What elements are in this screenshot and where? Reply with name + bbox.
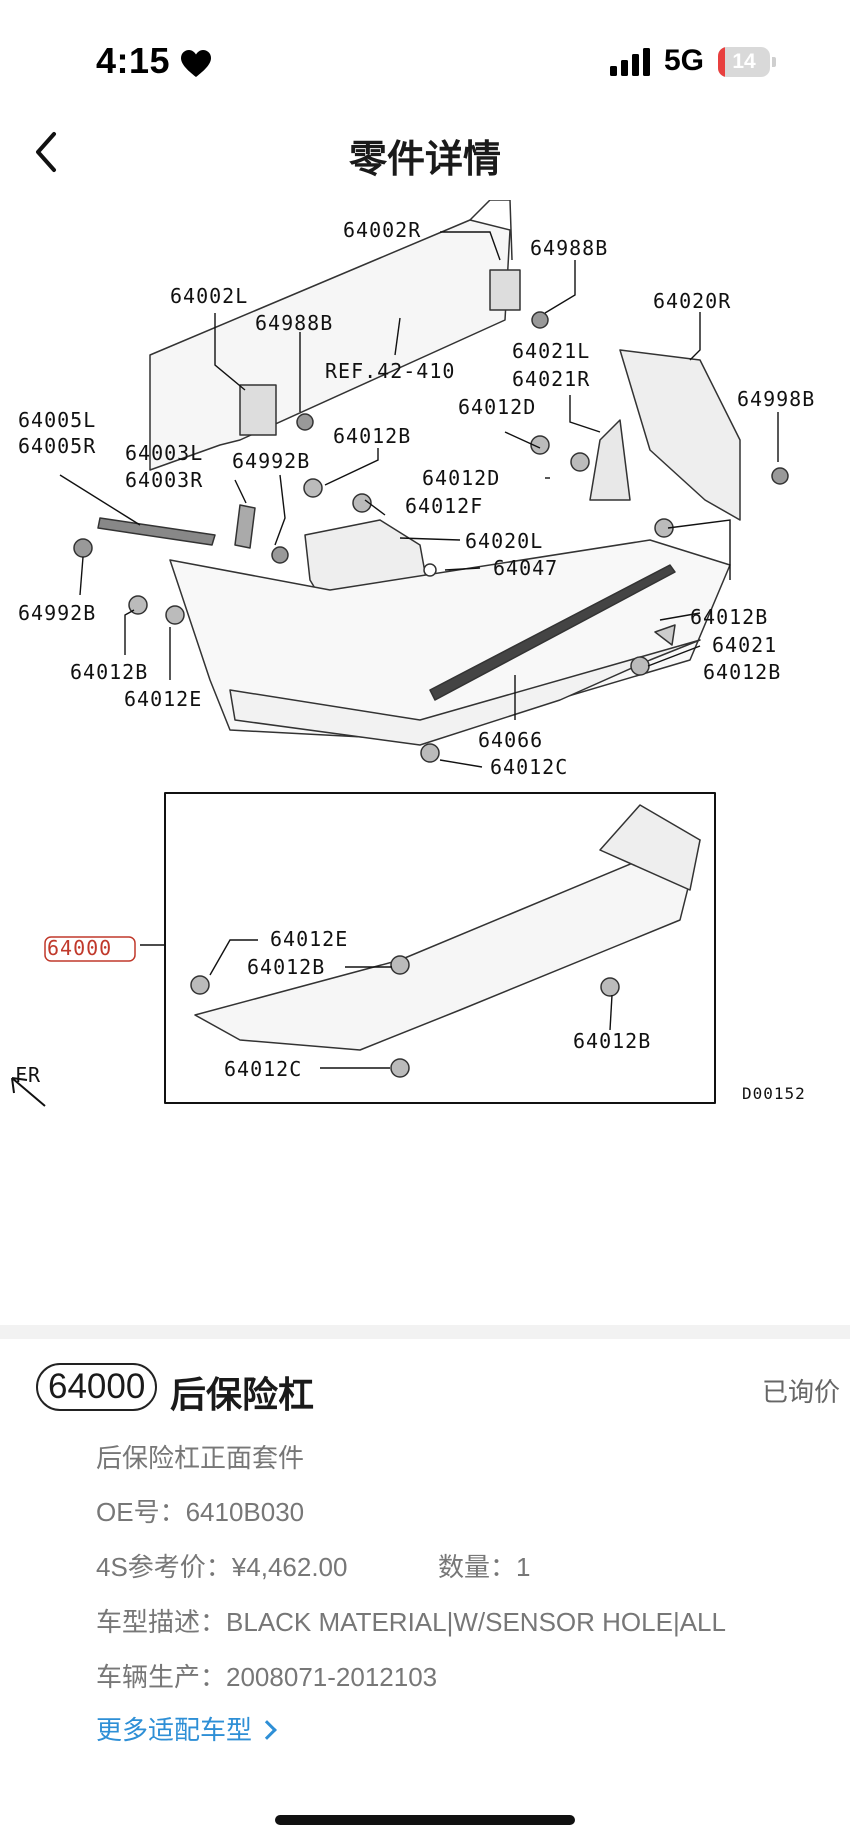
callout-64992B: 64992B xyxy=(232,449,310,473)
section-separator xyxy=(0,1325,850,1339)
fr-label: FR xyxy=(15,1063,41,1087)
model-label: 车型描述： xyxy=(96,1607,227,1637)
oe-row: OE号：6410B030 xyxy=(96,1492,304,1529)
more-models-link[interactable]: 更多适配车型 xyxy=(96,1710,277,1747)
model-row: 车型描述：BLACK MATERIAL|W/SENSOR HOLE|ALL xyxy=(96,1602,726,1639)
qty-value: 1 xyxy=(516,1552,531,1582)
qty-label: 数量： xyxy=(438,1552,517,1582)
battery-icon: 14 xyxy=(718,47,776,77)
network-label: 5G xyxy=(664,44,705,77)
chevron-left-icon xyxy=(36,132,56,172)
callout-64012C: 64012C xyxy=(224,1057,302,1081)
callout-64005R: 64005R xyxy=(18,434,96,458)
callout-64012B: 64012B xyxy=(690,605,768,629)
oe-value: 6410B030 xyxy=(185,1497,305,1527)
callout-64012D: 64012D xyxy=(422,466,500,490)
callout-64021L: 64021L xyxy=(512,339,590,363)
back-button[interactable] xyxy=(28,120,78,180)
callout-64020R: 64020R xyxy=(653,289,731,313)
part-description: 后保险杠正面套件 xyxy=(96,1443,305,1473)
model-value: BLACK MATERIAL|W/SENSOR HOLE|ALL xyxy=(226,1607,726,1637)
callout-64003L: 64003L xyxy=(125,441,203,465)
callout-64047: 64047 xyxy=(493,556,558,580)
callout-64012D: 64012D xyxy=(458,395,536,419)
heart-icon xyxy=(181,50,211,77)
callout-64003R: 64003R xyxy=(125,468,203,492)
quantity: 数量：1 xyxy=(438,1547,530,1584)
callout-64012E: 64012E xyxy=(270,927,348,951)
callout-64012B: 64012B xyxy=(247,955,325,979)
diagram-code: D00152 xyxy=(742,1084,806,1103)
callout-64012B: 64012B xyxy=(70,660,148,684)
production-value: 2008071-2012103 xyxy=(226,1662,438,1692)
parts-diagram-drawing: 64002R 64988B 64002L 64988B 64020R 64021… xyxy=(11,200,815,1107)
price-row: 4S参考价：¥4,462.00 数量：1 xyxy=(96,1547,596,1584)
callout-64002R: 64002R xyxy=(343,218,421,242)
oe-label: OE号： xyxy=(96,1497,186,1527)
part-name: 后保险杠 xyxy=(170,1374,315,1415)
callout-64005L: 64005L xyxy=(18,408,96,432)
callout-64002L: 64002L xyxy=(170,284,248,308)
home-indicator xyxy=(275,1815,575,1825)
parts-diagram: 64002R 64988B 64002L 64988B 64020R 64021… xyxy=(0,200,850,1305)
callout-64988B: 64988B xyxy=(530,236,608,260)
highlight-64000 xyxy=(44,936,136,962)
callout-64998B: 64998B xyxy=(737,387,815,411)
callout-64988B: 64988B xyxy=(255,311,333,335)
production-label: 车辆生产： xyxy=(96,1662,227,1692)
callout-64992B: 64992B xyxy=(18,601,96,625)
callout-64012F: 64012F xyxy=(405,494,483,518)
callout-ref: REF.42-410 xyxy=(325,359,455,383)
chevron-right-icon xyxy=(257,1720,277,1740)
callout-64020L: 64020L xyxy=(465,529,543,553)
callout-64066: 64066 xyxy=(478,728,543,752)
price-value: ¥4,462.00 xyxy=(231,1552,348,1582)
part-number-badge: 64000 xyxy=(36,1363,158,1411)
callout-64012C: 64012C xyxy=(490,755,568,779)
battery-fill xyxy=(718,47,726,77)
callout-64021R: 64021R xyxy=(512,367,590,391)
callout-64012E: 64012E xyxy=(124,687,202,711)
callout-64012B: 64012B xyxy=(703,660,781,684)
more-models-label: 更多适配车型 xyxy=(96,1715,253,1745)
part-info-card: 64000 后保险杠 已询价 后保险杠正面套件 OE号：6410B030 4S参… xyxy=(0,1340,850,1780)
inquiry-status: 已询价 xyxy=(761,1377,840,1407)
status-bar: 4:15 5G 14 xyxy=(0,0,850,110)
production-row: 车辆生产：2008071-2012103 xyxy=(96,1657,437,1694)
callout-64012B: 64012B xyxy=(333,424,411,448)
callout-64021: 64021 xyxy=(712,633,777,657)
status-time: 4:15 xyxy=(96,40,171,81)
price-label: 4S参考价： xyxy=(96,1552,232,1582)
page-title: 零件详情 xyxy=(348,139,501,181)
nav-bar: 零件详情 xyxy=(0,110,850,190)
battery-level: 14 xyxy=(732,50,756,73)
signal-icon xyxy=(610,48,650,76)
callout-64000[interactable]: 64000 xyxy=(47,936,112,960)
callout-64012B: 64012B xyxy=(573,1029,651,1053)
